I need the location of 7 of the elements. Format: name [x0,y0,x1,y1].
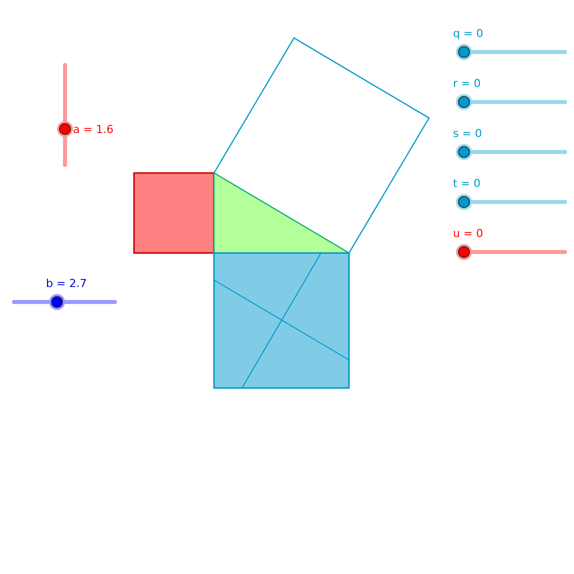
slider-label: a = 1.6 [73,123,114,136]
slider-label: r = 0 [453,77,481,90]
slider-label: u = 0 [453,227,484,240]
slider-label: s = 0 [453,127,482,140]
slider-label: t = 0 [453,177,481,190]
slider-label: b = 2.7 [46,277,87,290]
slider-label: q = 0 [453,27,484,40]
